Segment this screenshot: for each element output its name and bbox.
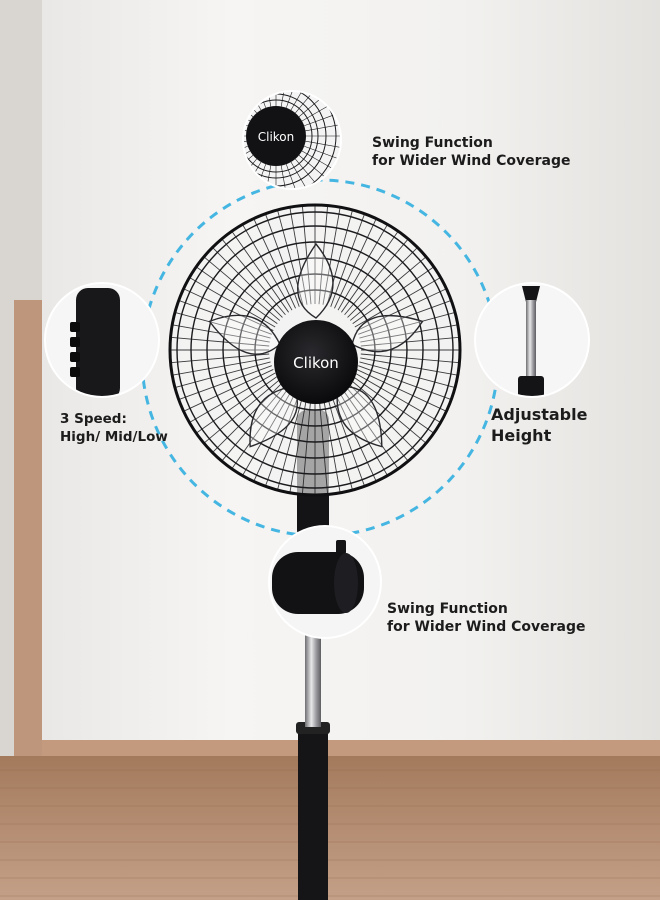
caption-swing-function-top: Swing Function for Wider Wind Coverage bbox=[372, 134, 571, 170]
caption-swing-top-line1: Swing Function bbox=[372, 135, 493, 151]
caption-adjustable-height: Adjustable Height bbox=[491, 405, 587, 447]
wood-floor bbox=[0, 756, 660, 900]
caption-swing-bottom-line1: Swing Function bbox=[387, 601, 508, 617]
chrome-pole bbox=[305, 615, 321, 727]
callout-swing-top-image: Clikon bbox=[242, 90, 342, 190]
lower-pole bbox=[298, 725, 328, 900]
caption-swing-top-line2: for Wider Wind Coverage bbox=[372, 153, 571, 170]
pole-collar bbox=[296, 722, 330, 734]
caption-3-speed: 3 Speed: High/ Mid/Low bbox=[60, 411, 168, 446]
caption-swing-function-bottom: Swing Function for Wider Wind Coverage bbox=[387, 600, 586, 636]
floor-planks bbox=[0, 769, 660, 897]
caption-swing-bottom-line2: for Wider Wind Coverage bbox=[387, 619, 586, 636]
fan-grille-spokes bbox=[170, 205, 460, 495]
callout-height-image bbox=[474, 282, 590, 398]
fan-blades bbox=[208, 242, 424, 448]
caption-height-line2: Height bbox=[491, 425, 552, 445]
hub-brand-logo: Clikon bbox=[293, 354, 339, 372]
caption-speed-line1: 3 Speed: bbox=[60, 411, 127, 427]
svg-text:Clikon: Clikon bbox=[258, 130, 295, 144]
callout-speed-image bbox=[44, 282, 160, 398]
wall-trim bbox=[14, 300, 42, 760]
fan-hub bbox=[274, 320, 358, 404]
caption-height-line1: Adjustable bbox=[491, 405, 588, 424]
fan-head: Clikon bbox=[168, 203, 462, 497]
baseboard bbox=[42, 740, 660, 756]
callout-swing-bottom-image bbox=[268, 525, 382, 639]
caption-speed-line2: High/ Mid/Low bbox=[60, 428, 168, 445]
fan-grille-rim bbox=[168, 203, 462, 497]
